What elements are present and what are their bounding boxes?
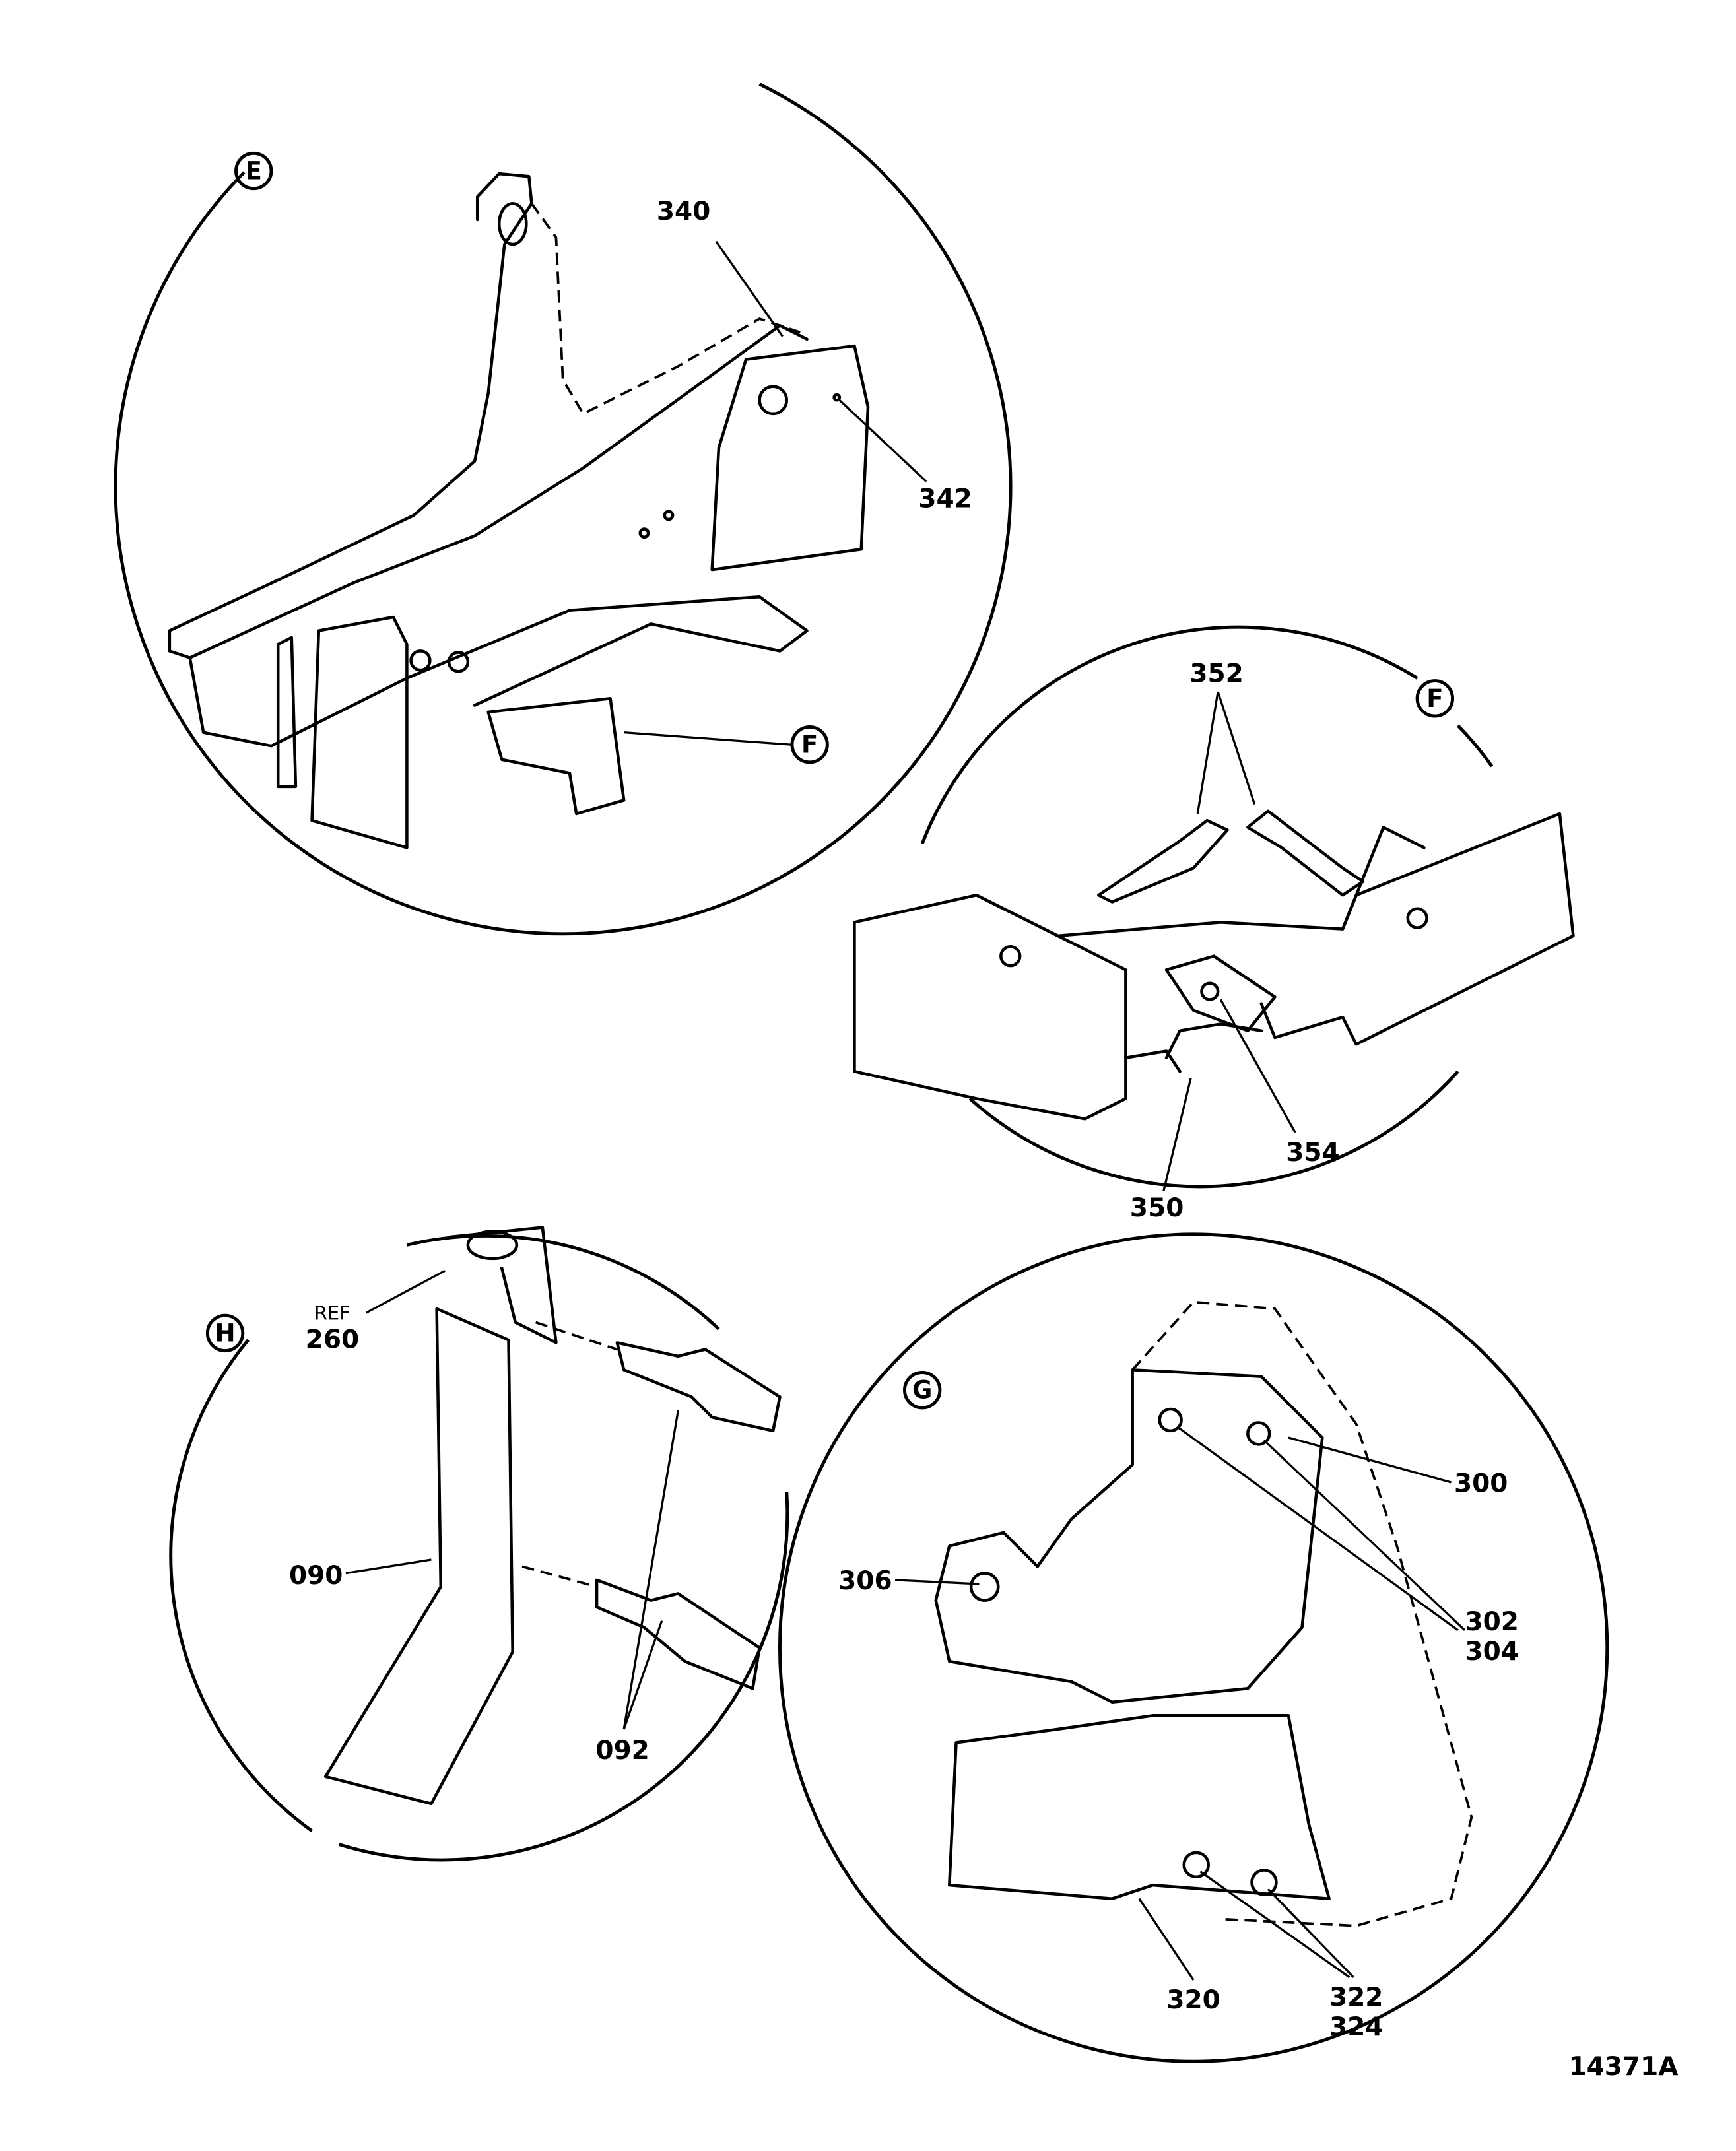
callout-352: 352 xyxy=(1189,659,1243,689)
callout-092: 092 xyxy=(595,1736,649,1766)
view-e-circle xyxy=(114,83,1013,936)
view-f-letter: F xyxy=(1426,684,1443,713)
view-e-letter: E xyxy=(246,157,262,185)
ref-f-letter: F xyxy=(801,731,818,759)
view-g-circle xyxy=(778,1232,1609,2063)
callout-350: 350 xyxy=(1130,1193,1184,1223)
view-h-circle-left xyxy=(169,1339,314,1832)
callout-324: 324 xyxy=(1329,2012,1383,2042)
callout-306: 306 xyxy=(838,1566,892,1596)
part-300-bracket xyxy=(934,1368,1324,1704)
callout-300: 300 xyxy=(1454,1469,1508,1498)
ref-f-marker xyxy=(790,725,829,764)
view-f-circle-top xyxy=(920,625,1419,845)
view-f-circle-bottom xyxy=(968,1070,1459,1189)
figure-id: 14371A xyxy=(1568,2052,1678,2082)
view-e-marker xyxy=(234,151,273,191)
callout-ref: REF xyxy=(314,1302,351,1324)
view-f: F 352 354 350 xyxy=(853,625,1575,1223)
view-e: E 340 342 F xyxy=(114,83,1013,936)
callout-260: 260 xyxy=(306,1325,359,1354)
part-340-plate xyxy=(710,344,870,572)
stud-092a xyxy=(615,1341,782,1433)
view-g-letter: G xyxy=(912,1376,932,1405)
view-h-marker xyxy=(205,1313,245,1353)
callout-322: 322 xyxy=(1329,1983,1383,2012)
view-f-marker xyxy=(1415,679,1455,718)
callout-354: 354 xyxy=(1286,1138,1339,1168)
callout-304: 304 xyxy=(1465,1637,1518,1667)
callout-340: 340 xyxy=(657,197,710,226)
stud-352a xyxy=(1097,818,1229,904)
view-h-circle-bottom xyxy=(338,1492,789,1862)
callout-320: 320 xyxy=(1166,1985,1220,2015)
callout-302: 302 xyxy=(1465,1607,1518,1637)
view-g: G 300 302 304 306 320 322 324 xyxy=(778,1232,1609,2063)
stud-352b xyxy=(1246,809,1365,897)
view-h-letter: H xyxy=(215,1319,236,1347)
view-g-marker xyxy=(903,1371,942,1410)
callout-090: 090 xyxy=(289,1561,343,1591)
view-h: H REF 260 090 092 xyxy=(169,1226,789,1862)
callout-342: 342 xyxy=(918,484,972,514)
part-320-base xyxy=(948,1714,1331,1900)
stud-092b xyxy=(595,1578,761,1690)
